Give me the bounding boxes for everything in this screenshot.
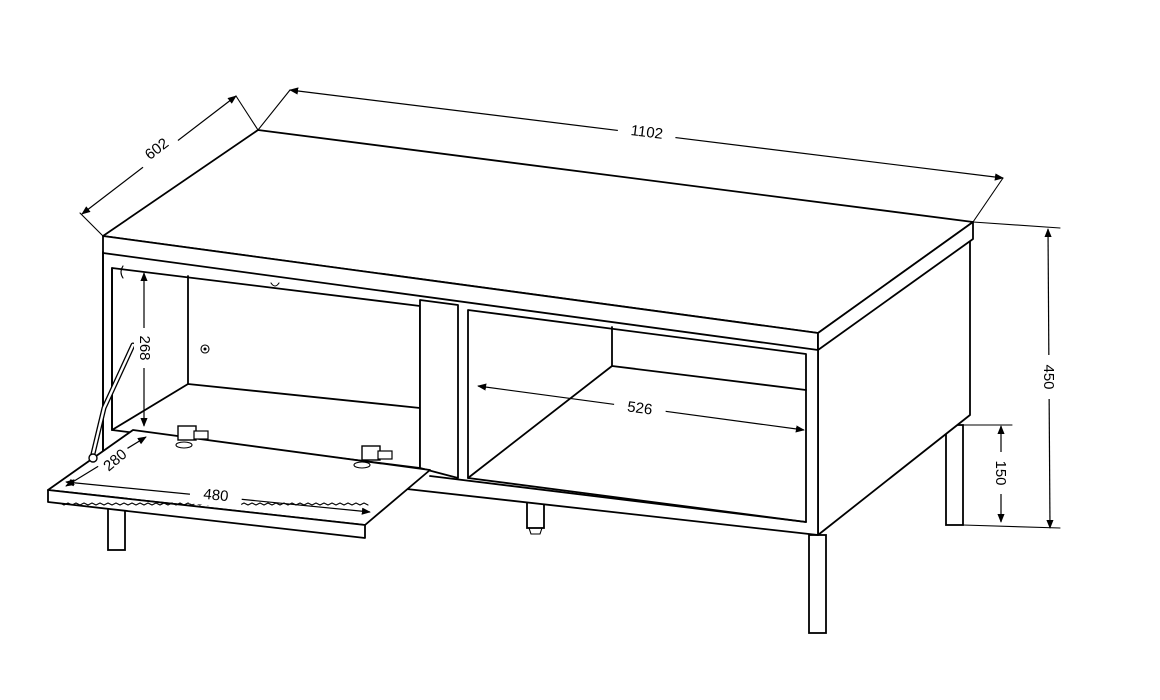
bottom-rail — [429, 475, 807, 523]
leg-back-right — [945, 424, 964, 526]
shelf-width-label: 480 — [203, 486, 230, 505]
middle-foot-glide — [528, 527, 543, 535]
lid-stay-top — [120, 265, 124, 279]
width-label: 1102 — [630, 122, 664, 143]
cam-lock-fitting — [200, 344, 210, 354]
hinge-right — [353, 445, 393, 469]
inner-width-label: 526 — [626, 398, 653, 418]
dimension-lines — [65, 87, 1062, 529]
leg-front-right — [808, 534, 827, 634]
divider-panel — [419, 299, 459, 479]
top-side-edge — [817, 221, 974, 351]
cabinet-body — [102, 129, 974, 536]
leg-front-left — [107, 504, 126, 551]
hinge-left — [175, 425, 209, 449]
leg-height-label: 150 — [992, 460, 1009, 485]
compartment-height-label: 268 — [136, 335, 153, 360]
legs — [107, 424, 964, 634]
shelf-pin — [270, 282, 280, 287]
height-label: 450 — [1040, 364, 1057, 389]
